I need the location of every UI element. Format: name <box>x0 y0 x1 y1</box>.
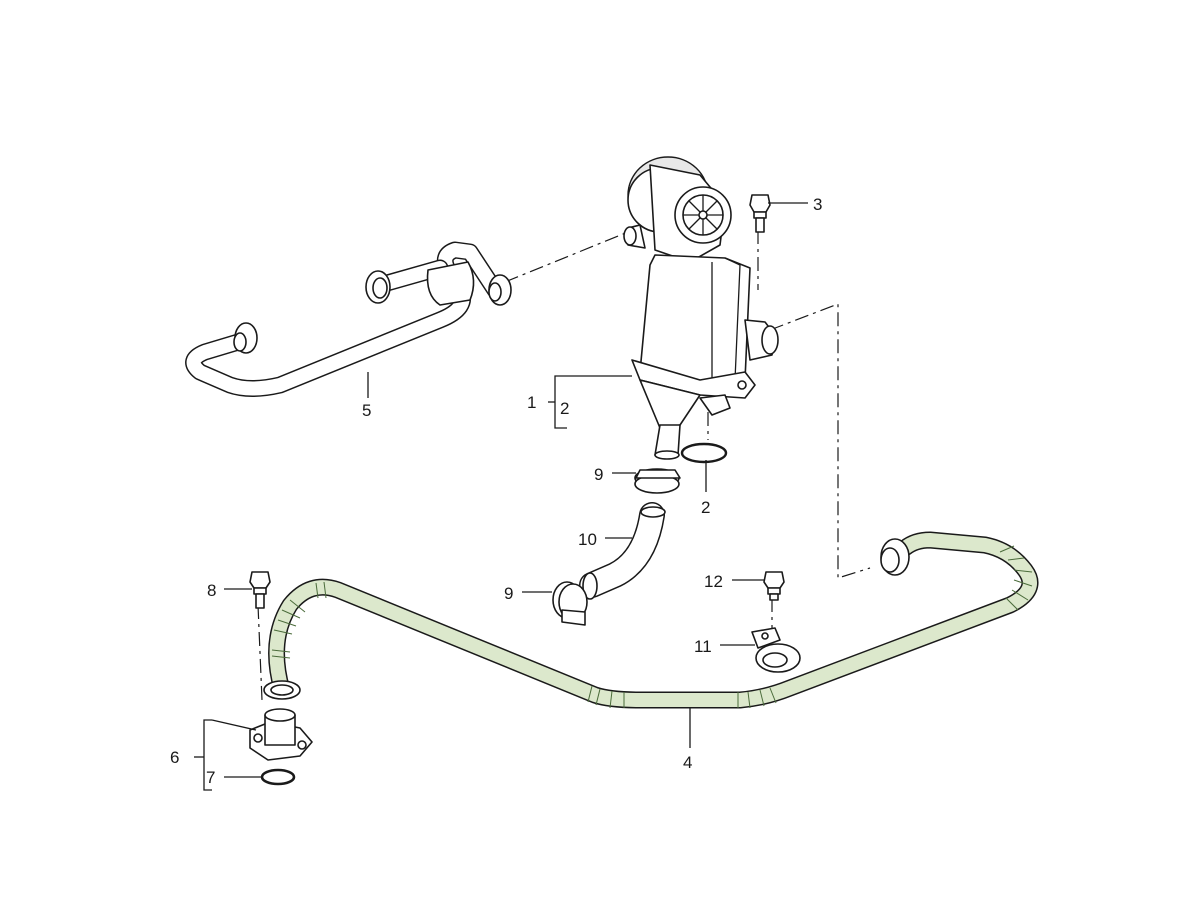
callout-10: 10 <box>578 530 597 549</box>
bolt-part-12 <box>763 571 785 601</box>
pipe-part-5 <box>185 241 512 397</box>
callout-2: 2 <box>560 399 569 418</box>
long-hose-part-4 <box>263 531 1039 709</box>
callout-4: 4 <box>683 753 692 772</box>
callout-8: 8 <box>207 581 216 600</box>
bolt-part-8 <box>249 571 271 609</box>
p-clamp-part-11 <box>751 627 801 673</box>
hose-clamp-part-9-lower <box>552 581 588 626</box>
elbow-hose-part-10 <box>579 502 666 600</box>
oil-separator-part-1 <box>623 156 779 460</box>
callout-5: 5 <box>362 401 371 420</box>
assembly-guide-lines <box>257 230 871 701</box>
callout-3: 3 <box>813 195 822 214</box>
callout-11: 11 <box>694 637 712 656</box>
callout-6: 6 <box>170 748 179 767</box>
o-ring-part-2 <box>680 442 728 464</box>
hose-ribbing <box>271 545 1033 709</box>
callout-labels: 1 2 2 3 4 5 6 7 8 9 9 10 11 12 <box>170 195 822 787</box>
flange-part-6 <box>249 708 313 761</box>
leader-lines <box>194 202 808 791</box>
callout-1: 1 <box>527 393 536 412</box>
bolt-part-3 <box>749 194 771 233</box>
callout-2: 2 <box>701 498 710 517</box>
callout-9: 9 <box>594 465 603 484</box>
callout-12: 12 <box>704 572 723 591</box>
hose-clamp-part-9-upper <box>634 468 681 494</box>
callout-9: 9 <box>504 584 513 603</box>
o-ring-part-7 <box>260 768 296 786</box>
callout-7: 7 <box>206 768 215 787</box>
